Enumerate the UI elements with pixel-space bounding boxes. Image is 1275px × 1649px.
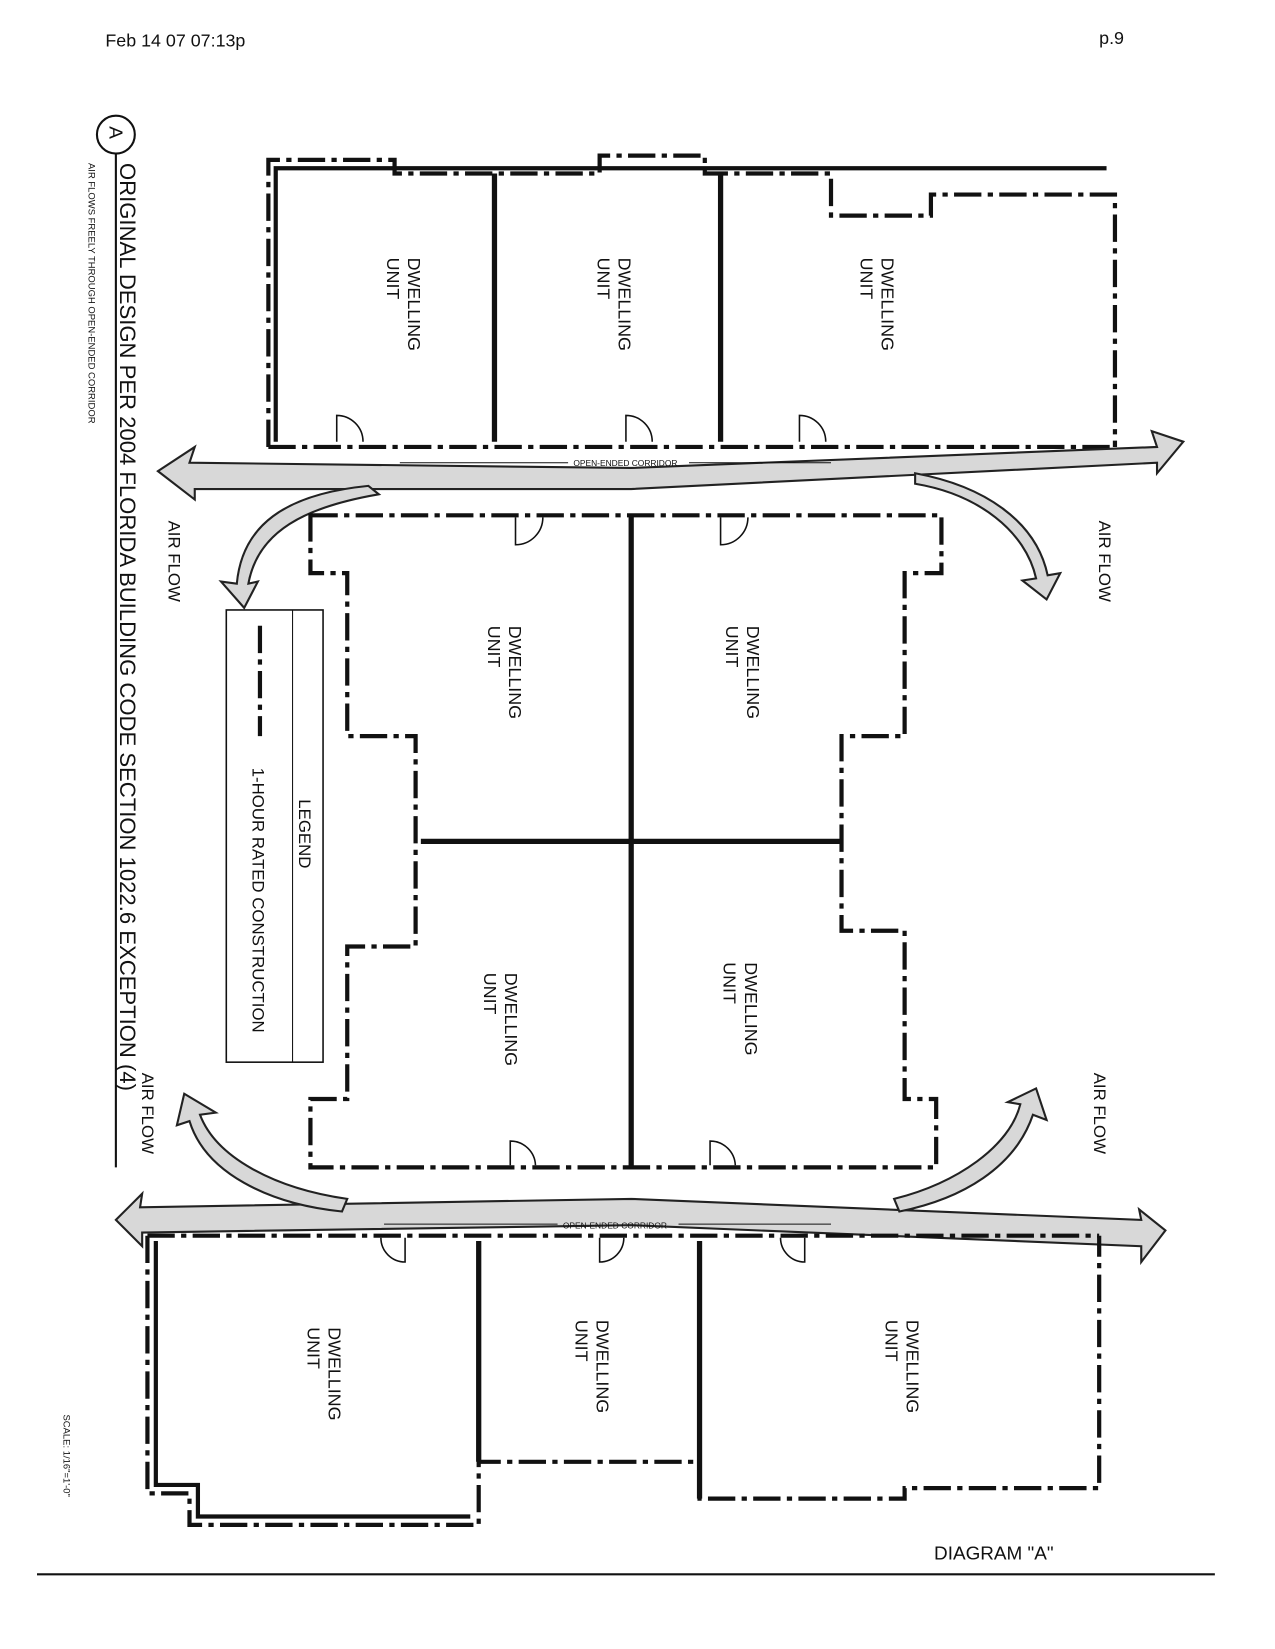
diagram-label: DIAGRAM "A" [934,1544,1054,1565]
unit-label: UNIT [484,626,504,668]
top-building [266,153,1118,450]
section-marker-letter: A [105,126,126,139]
airflow-arrow-upper-corridor [156,429,1186,502]
unit-label: UNIT [720,962,740,1004]
unit-label: UNIT [594,258,614,300]
unit-label: DWELLING [505,626,525,719]
unit-label: DWELLING [404,258,424,351]
middle-building [308,513,944,1170]
unit-label: UNIT [303,1327,323,1369]
unit-label: DWELLING [903,1320,923,1413]
unit-label: UNIT [882,1320,902,1362]
unit-label: UNIT [856,258,876,300]
corridor-label-upper: OPEN-ENDED CORRIDOR [573,458,677,468]
unit-label: UNIT [571,1320,591,1362]
unit-label: DWELLING [741,962,761,1055]
unit-label: DWELLING [592,1320,612,1413]
airflow-label: AIR FLOW [138,1073,157,1154]
fax-page-number: p.9 [1099,28,1124,48]
diagram-title: ORIGINAL DESIGN PER 2004 FLORIDA BUILDIN… [115,163,140,1091]
corridor-label-lower: OPEN-ENDED CORRIDOR [563,1220,667,1230]
unit-label: UNIT [383,258,403,300]
unit-label: DWELLING [615,258,635,351]
unit-label: DWELLING [743,626,763,719]
airflow-arrow-lower-right [892,1087,1049,1213]
fax-timestamp: Feb 14 07 07:13p [105,30,245,50]
airflow-arrow-upper-right [914,471,1063,602]
airflow-arrow-lower-left [175,1092,349,1213]
airflow-label: AIR FLOW [1090,1073,1109,1154]
unit-label: DWELLING [877,258,897,351]
scale-note: SCALE: 1/16"=1'-0" [60,1414,71,1496]
legend-item-label: 1-HOUR RATED CONSTRUCTION [249,768,268,1033]
unit-label: DWELLING [324,1327,344,1420]
unit-label: UNIT [480,973,500,1015]
airflow-label: AIR FLOW [1095,521,1114,602]
diagram-subtitle: AIR FLOWS FREELY THROUGH OPEN-ENDED CORR… [86,163,97,424]
unit-label: DWELLING [501,973,521,1066]
bottom-building [145,1233,1102,1528]
airflow-arrow-upper-left [218,484,382,610]
legend-title: LEGEND [295,799,314,868]
unit-label: UNIT [722,626,742,668]
airflow-label: AIR FLOW [164,521,183,602]
legend-box: LEGEND 1-HOUR RATED CONSTRUCTION [225,609,324,1063]
